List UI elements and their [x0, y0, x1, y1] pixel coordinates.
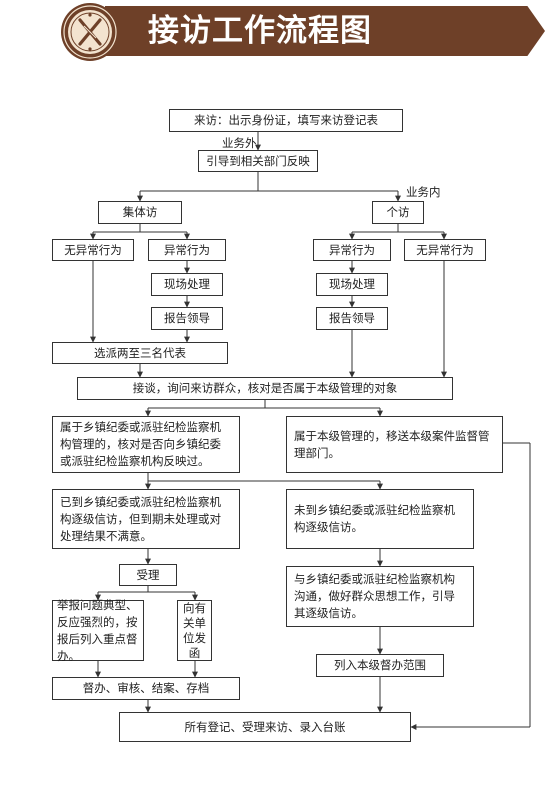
collective-box: 集体访	[98, 201, 182, 224]
header-banner: 接访工作流程图	[0, 0, 556, 61]
label-inside: 业务内	[406, 185, 441, 199]
right-report-box: 报告领导	[316, 307, 388, 330]
escalated-box: 已到乡镇纪委或派驻纪检监察机构逐级信访，但到期未处理或对处理结果不满意。	[52, 489, 240, 549]
title-bar	[105, 6, 545, 56]
process-box: 督办、审核、结案、存档	[52, 677, 240, 700]
right-onsite-box: 现场处理	[316, 273, 388, 296]
visit-box: 来访：出示身份证，填写来访登记表	[169, 109, 403, 132]
communicate-box: 与乡镇纪委或派驻纪检监察机构沟通，做好群众思想工作，引导其逐级信访。	[286, 566, 474, 627]
left-abnormal-box: 异常行为	[148, 239, 226, 261]
page-title: 接访工作流程图	[148, 13, 372, 49]
send-letter-box: 向有关单位发函	[177, 600, 212, 661]
select-reps-box: 选派两至三名代表	[52, 342, 228, 364]
label-outside: 业务外	[222, 136, 257, 150]
town-check-box: 属于乡镇纪委或派驻纪检监察机构管理的，核对是否向乡镇纪委或派驻纪检监察机构反映过…	[52, 416, 240, 473]
supervise-scope-box: 列入本级督办范围	[316, 654, 444, 677]
own-level-box: 属于本级管理的，移送本级案件监督管理部门。	[286, 416, 503, 473]
key-supervise-box: 举报问题典型、反应强烈的，按报后列入重点督办。	[52, 598, 144, 663]
individual-box: 个访	[372, 201, 424, 224]
emblem-icon	[61, 3, 119, 61]
left-report-box: 报告领导	[151, 307, 223, 330]
accept-box: 受理	[119, 564, 177, 586]
right-abnormal-box: 异常行为	[313, 239, 391, 261]
register-box: 所有登记、受理来访、录入台账	[119, 712, 411, 742]
interview-box: 接谈，询问来访群众，核对是否属于本级管理的对象	[77, 377, 453, 400]
guide-box: 引导到相关部门反映	[198, 150, 318, 172]
left-normal-box: 无异常行为	[52, 239, 134, 261]
left-onsite-box: 现场处理	[151, 273, 223, 296]
right-normal-box: 无异常行为	[404, 239, 486, 261]
not-escalated-box: 未到乡镇纪委或派驻纪检监察机构逐级信访。	[286, 489, 474, 549]
